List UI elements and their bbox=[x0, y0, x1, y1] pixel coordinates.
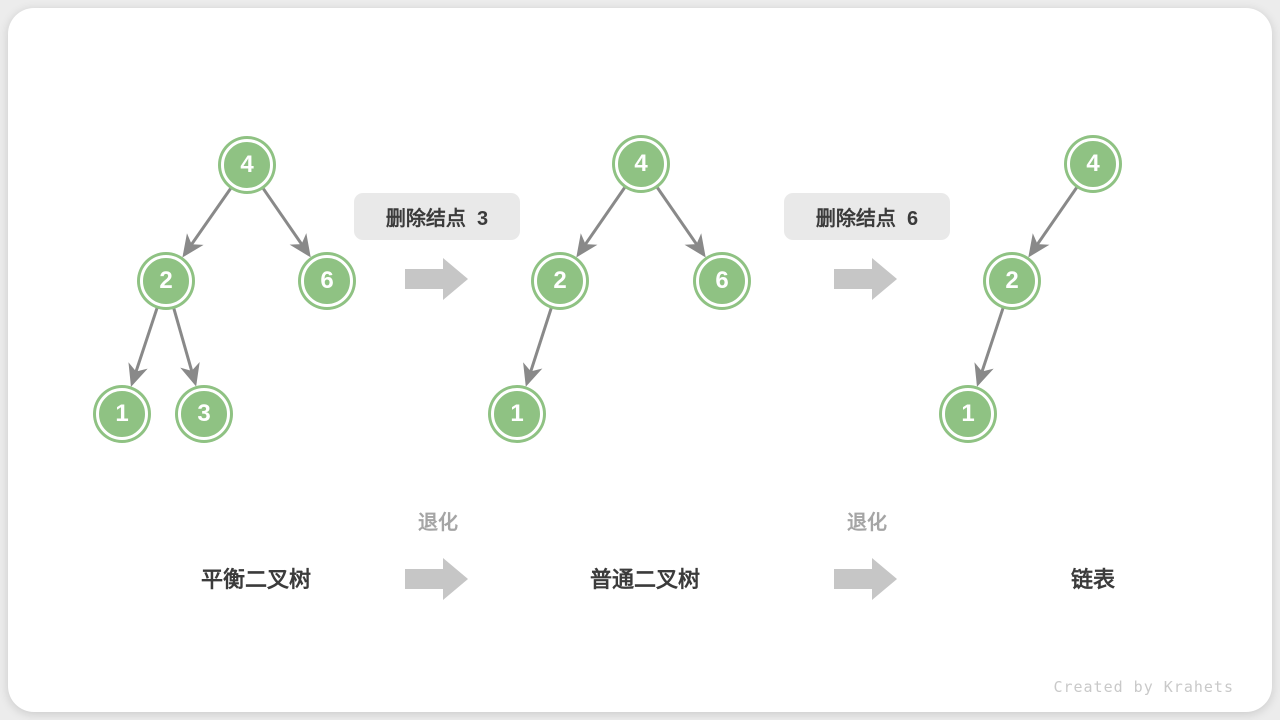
right-block-arrow-icon bbox=[834, 558, 897, 600]
right-block-arrow-icon bbox=[834, 258, 897, 300]
operation-label-delete-3: 删除结点 3 bbox=[354, 193, 520, 240]
tree-node-2: 2 bbox=[534, 255, 586, 307]
tree-node-2: 2 bbox=[140, 255, 192, 307]
tree-node-2: 2 bbox=[986, 255, 1038, 307]
tree-node-1: 1 bbox=[491, 388, 543, 440]
right-block-arrow-icon bbox=[405, 258, 468, 300]
diagram-card bbox=[8, 8, 1272, 712]
caption-balanced-binary-tree: 平衡二叉树 bbox=[200, 567, 312, 592]
tree-node-1: 1 bbox=[942, 388, 994, 440]
operation-label-delete-6: 删除结点 6 bbox=[784, 193, 950, 240]
tree-node-4: 4 bbox=[615, 138, 667, 190]
tree-node-6: 6 bbox=[301, 255, 353, 307]
right-block-arrow-icon bbox=[405, 558, 468, 600]
tree-node-4: 4 bbox=[221, 139, 273, 191]
tree-node-4: 4 bbox=[1067, 138, 1119, 190]
tree-node-6: 6 bbox=[696, 255, 748, 307]
degrade-label-1: 退化 bbox=[418, 512, 458, 534]
tree-node-1: 1 bbox=[96, 388, 148, 440]
watermark-credit: Created by Krahets bbox=[1053, 678, 1234, 696]
caption-ordinary-binary-tree: 普通二叉树 bbox=[589, 567, 701, 592]
degrade-label-2: 退化 bbox=[847, 512, 887, 534]
caption-linked-list: 链表 bbox=[1070, 567, 1116, 592]
tree-node-3: 3 bbox=[178, 388, 230, 440]
